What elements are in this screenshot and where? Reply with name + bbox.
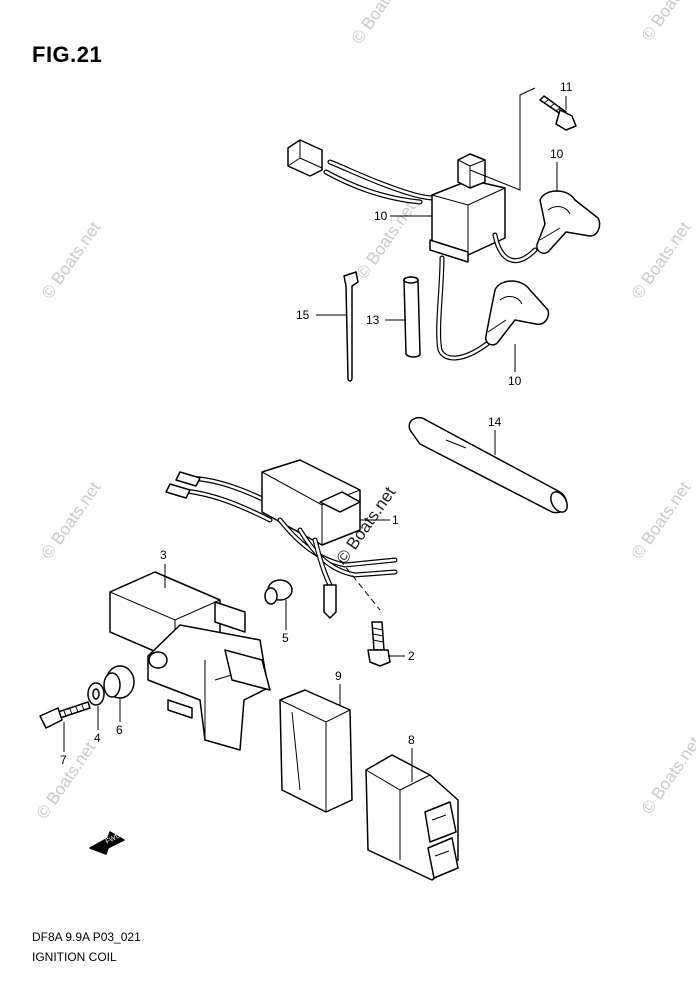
callout-12: 11 <box>560 80 573 94</box>
bolt-12 <box>539 95 577 131</box>
callout-7: 7 <box>60 753 67 767</box>
ignition-coil-upper <box>287 87 601 361</box>
callout-6: 6 <box>116 723 123 737</box>
fwd-arrow: FWD <box>89 831 125 855</box>
bolt-2 <box>367 621 391 667</box>
bracket-3 <box>109 571 271 751</box>
washer-4 <box>87 682 105 706</box>
callout-8: 8 <box>408 733 415 747</box>
tube-13 <box>403 276 421 358</box>
watermark-text: © Boats.net <box>628 218 695 302</box>
callout-11: 10 <box>374 209 388 223</box>
callout-3: 3 <box>160 548 167 562</box>
watermark-text: © Boats.net <box>638 0 696 44</box>
callout-10-upper: 10 <box>550 147 564 161</box>
cover-9 <box>279 689 353 813</box>
callout-9: 9 <box>335 669 342 683</box>
cable-tie-15 <box>343 271 359 382</box>
sleeve-14 <box>408 416 568 514</box>
watermark-text: © Boats.net <box>628 478 695 562</box>
callout-10-lower: 10 <box>508 374 522 388</box>
callout-5: 5 <box>282 631 289 645</box>
watermark-group: © Boats.net © Boats.net © Boats.net © Bo… <box>33 0 696 822</box>
grommet-5 <box>264 579 293 605</box>
callout-14: 14 <box>488 415 502 429</box>
figure-title: FIG.21 <box>32 42 103 67</box>
watermark-text: © Boats.net <box>38 218 105 302</box>
bolt-7 <box>39 701 91 729</box>
callout-15: 15 <box>296 308 310 322</box>
callout-2: 2 <box>408 649 415 663</box>
watermark-text: © Boats.net <box>38 478 105 562</box>
ignition-coil-lower <box>165 459 398 619</box>
callout-13: 13 <box>366 313 380 327</box>
watermark-text: © Boats.net <box>33 738 100 822</box>
collar-6 <box>103 665 135 699</box>
figure-name: IGNITION COIL <box>32 950 117 964</box>
callouts: 11 10 10 15 13 10 14 1 3 5 2 9 8 <box>60 80 573 782</box>
watermark-text: © Boats.net <box>638 733 696 817</box>
callout-1: 1 <box>392 513 399 527</box>
relay-8 <box>365 754 459 881</box>
watermark-text: © Boats.net <box>348 0 415 47</box>
callout-4: 4 <box>94 731 101 745</box>
figure-code: DF8A 9.9A P03_021 <box>32 930 141 944</box>
